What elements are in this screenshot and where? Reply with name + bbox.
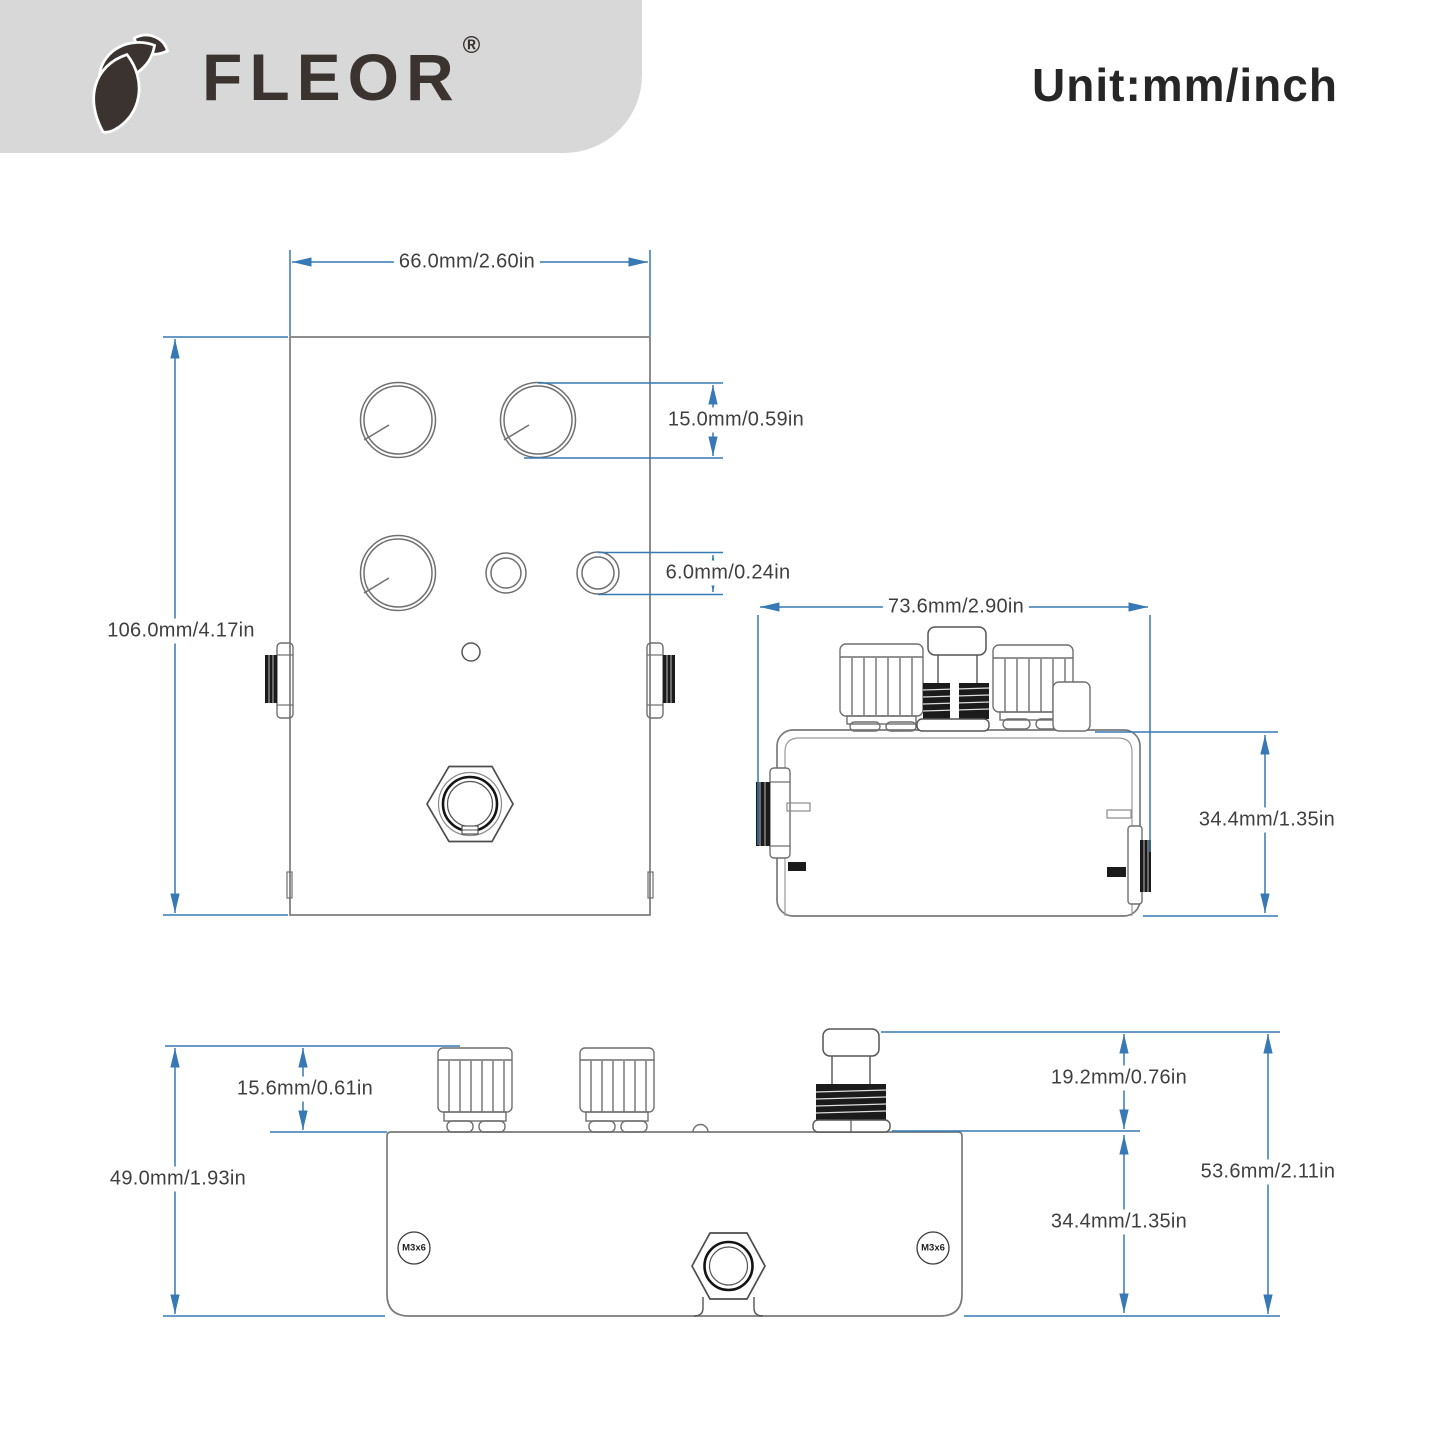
end-left-jack: [756, 767, 791, 859]
end-footswitch: [916, 626, 990, 732]
end-dimension-lines: [757, 602, 1278, 917]
unit-label: Unit:mm/inch: [1032, 59, 1338, 111]
screw-circle-right: [916, 1231, 950, 1265]
footswitch-front: [426, 765, 514, 843]
end-left-screw: [788, 862, 806, 871]
knob-top-right: [499, 381, 577, 459]
side-hex-jack: [691, 1232, 766, 1317]
side-footswitch: [812, 1028, 891, 1133]
front-left-tab: [286, 871, 293, 899]
end-knob-left: [839, 643, 924, 732]
leaf-icon: [92, 33, 170, 134]
front-view: [163, 250, 723, 916]
knob-top-left: [359, 381, 437, 459]
knob-mid-left: [359, 534, 437, 612]
dim-side-total-height-left-label: 49.0mm/1.93in: [104, 1166, 252, 1192]
dim-end-body-height-label: 34.4mm/1.35in: [1193, 807, 1341, 833]
dim-side-switch-height-label: 19.2mm/0.76in: [1045, 1065, 1193, 1091]
end-left-latch: [786, 802, 811, 812]
front-left-jack: [265, 642, 294, 719]
screw-label-left: M3x6: [402, 1242, 426, 1254]
dim-knob-diameter-label: 15.0mm/0.59in: [662, 407, 810, 433]
registered-mark: ®: [462, 32, 481, 59]
dim-side-knob-height-label: 15.6mm/0.61in: [231, 1076, 379, 1102]
front-right-tab: [647, 871, 654, 899]
screw-circle-left: [397, 1231, 431, 1265]
end-dc-jack: [1052, 681, 1091, 732]
side-knob-a: [437, 1047, 513, 1133]
dim-side-body-height-label: 34.4mm/1.35in: [1045, 1209, 1193, 1235]
side-body-outline: [386, 1131, 963, 1317]
dim-front-height-label: 106.0mm/4.17in: [102, 618, 260, 644]
side-view: [163, 1028, 1280, 1317]
brand-name: FLEOR: [202, 40, 461, 114]
front-dimension-lines: [163, 250, 723, 916]
side-led-dome: [692, 1123, 709, 1133]
end-right-jack: [1127, 825, 1151, 905]
dim-front-width-label: 66.0mm/2.60in: [393, 249, 541, 275]
mini-knob-right: [576, 551, 620, 595]
end-body-outline: [776, 729, 1141, 917]
dim-side-total-height-right-label: 53.6mm/2.11in: [1195, 1159, 1341, 1185]
dim-end-width-label: 73.6mm/2.90in: [882, 594, 1030, 620]
mini-knob-left: [485, 552, 527, 594]
side-knob-b: [579, 1047, 655, 1133]
dim-mini-knob-diameter-label: 6.0mm/0.24in: [660, 560, 796, 586]
brand-logo: FLEOR ®: [92, 30, 480, 138]
end-right-latch: [1106, 809, 1132, 819]
screw-label-right: M3x6: [921, 1242, 945, 1254]
end-body-inner-line: [784, 737, 1133, 916]
end-view: [756, 602, 1278, 917]
front-body-outline: [289, 336, 651, 916]
led-hole: [461, 642, 481, 662]
logo-banner: FLEOR ®: [0, 0, 642, 153]
end-right-screw: [1107, 867, 1126, 877]
front-right-jack: [646, 642, 675, 719]
